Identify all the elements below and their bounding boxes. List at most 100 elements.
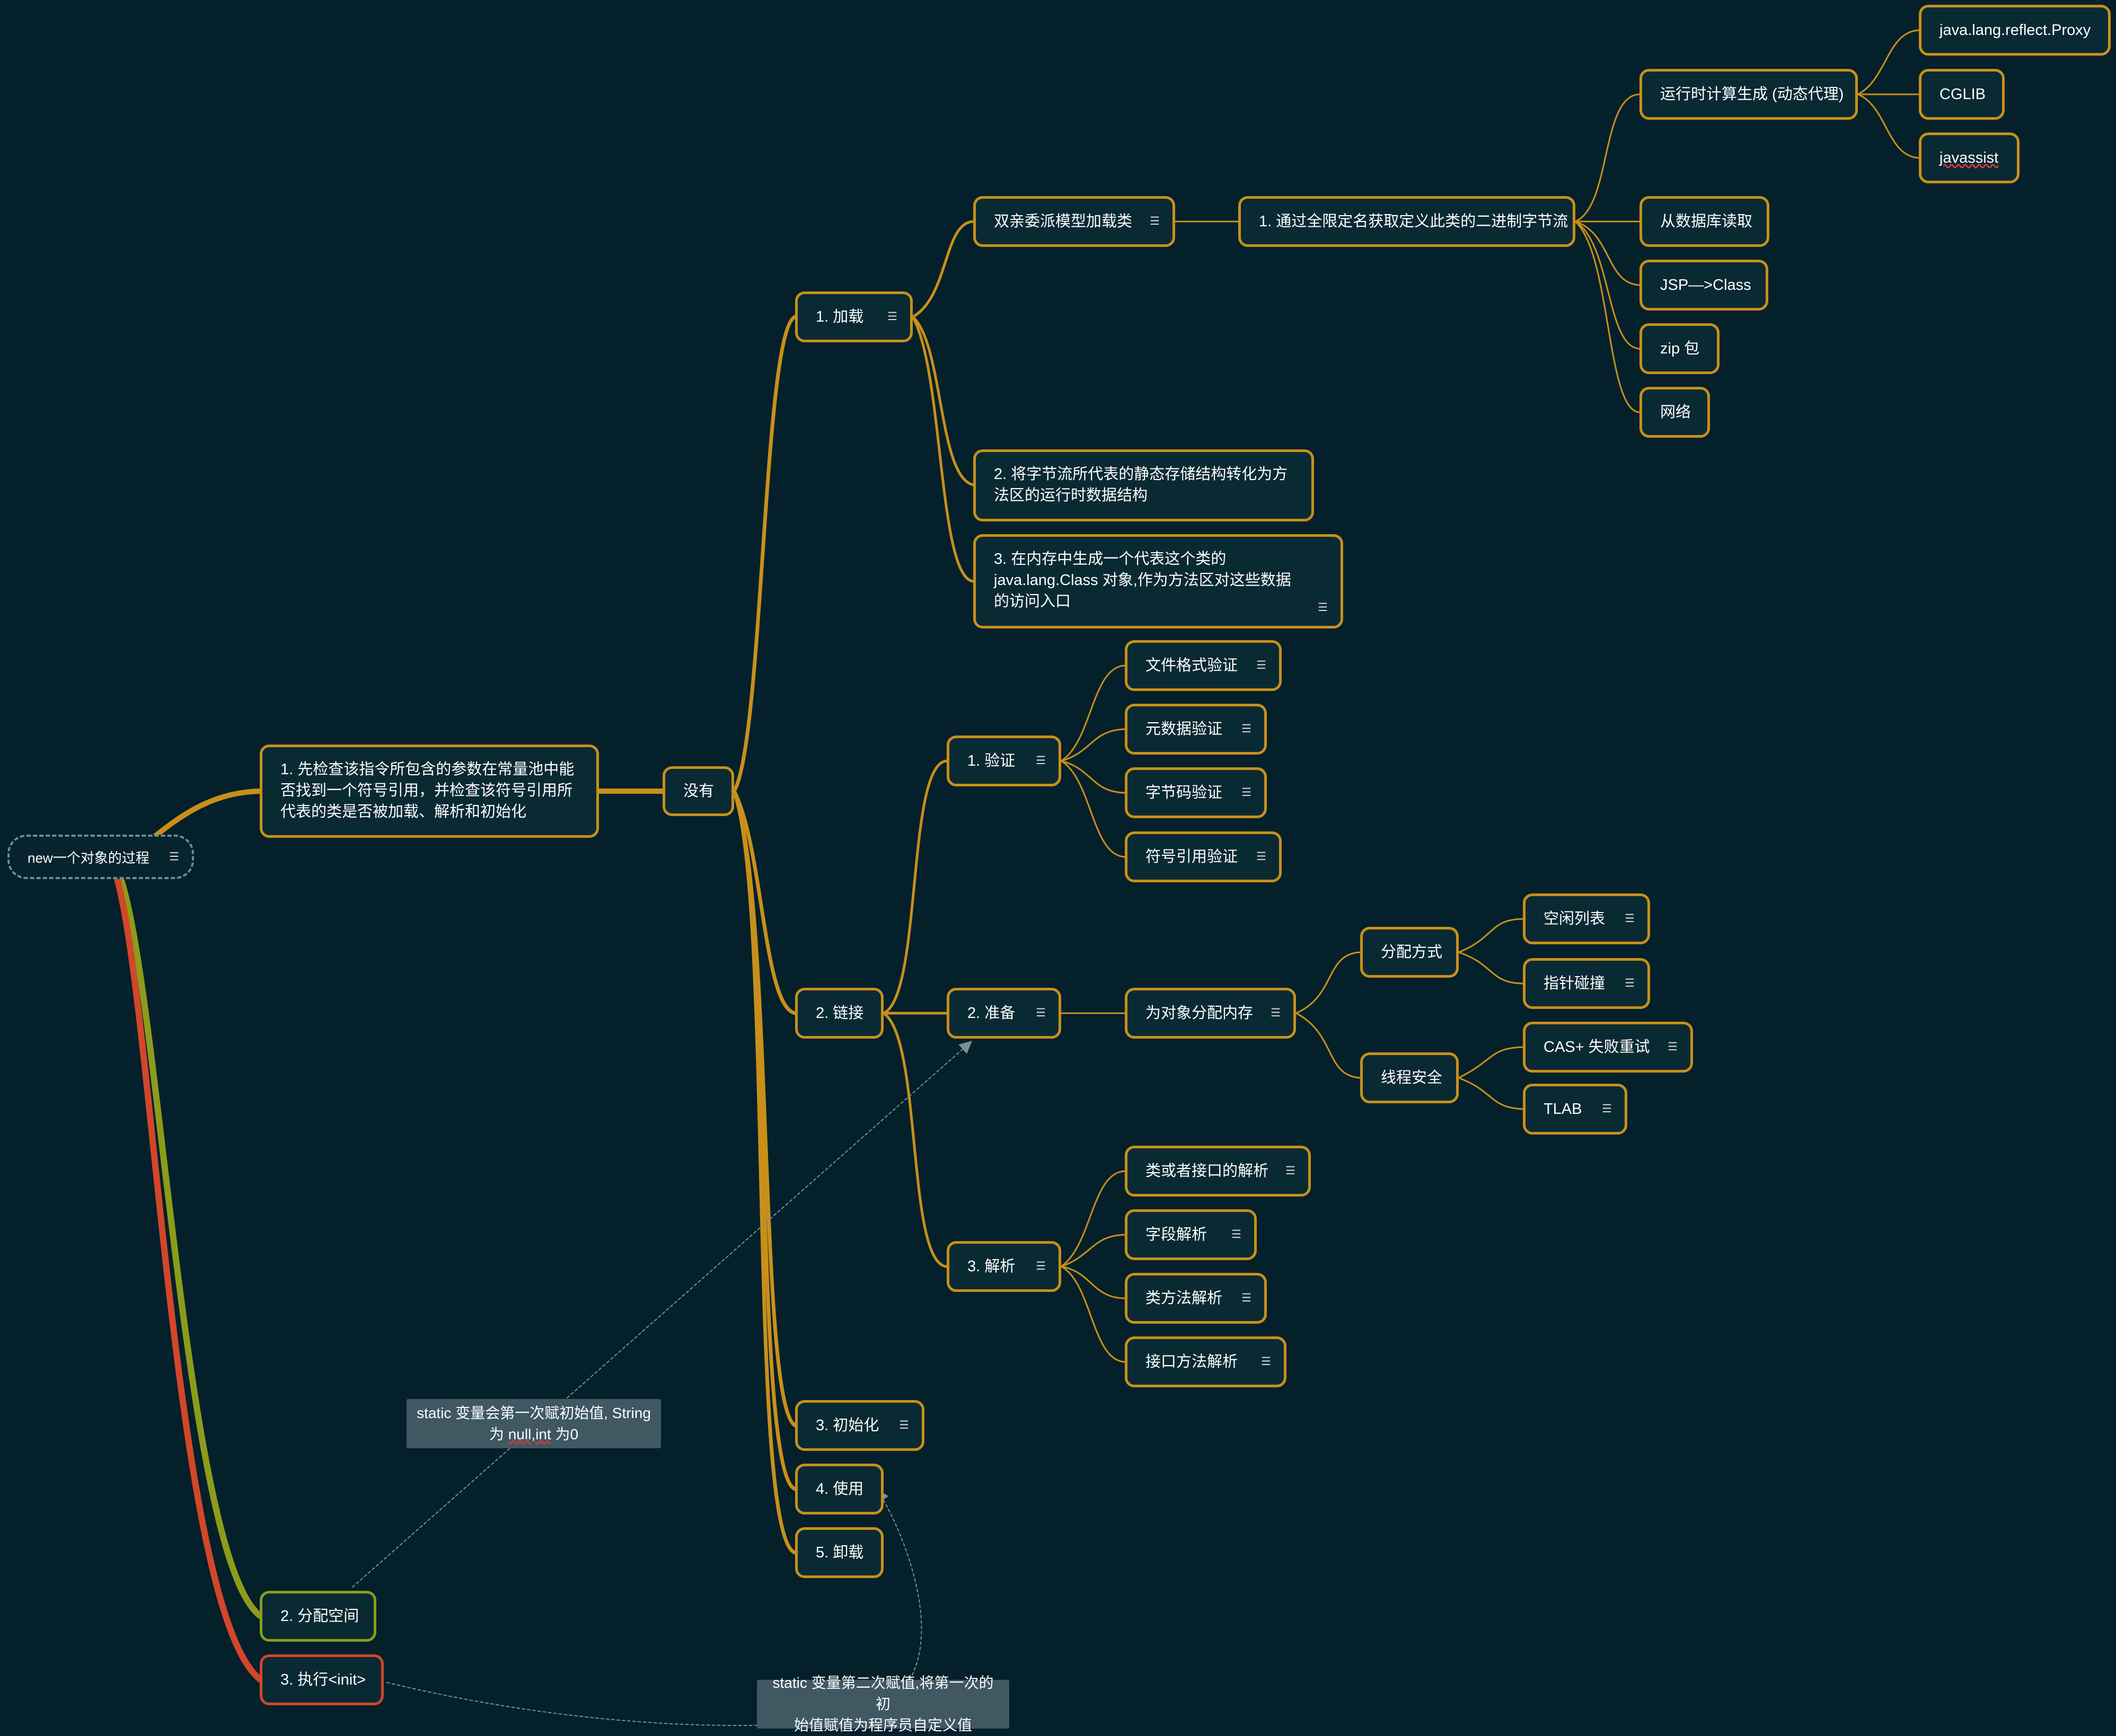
note-icon: ☰	[1668, 1041, 1678, 1053]
note-icon: ☰	[1150, 215, 1160, 227]
node-jsp-label: JSP—>Class	[1660, 277, 1751, 294]
node-verify-bytecode[interactable]: 字节码验证 ☰	[1125, 767, 1267, 818]
node-unload-label: 5. 卸载	[816, 1544, 864, 1561]
node-verify-label: 1. 验证	[967, 752, 1016, 769]
node-javassist[interactable]: javassist	[1919, 132, 2020, 183]
note-icon: ☰	[899, 1419, 909, 1431]
node-resolve-method[interactable]: 类方法解析 ☰	[1125, 1273, 1267, 1324]
node-jsp[interactable]: JSP—>Class	[1639, 260, 1768, 311]
node-resolve-class[interactable]: 类或者接口的解析 ☰	[1125, 1146, 1311, 1197]
node-resolve-interface-label: 接口方法解析	[1145, 1353, 1238, 1370]
node-tlab-label: TLAB	[1544, 1101, 1582, 1118]
node-alloc-mode[interactable]: 分配方式	[1360, 927, 1459, 978]
node-javassist-label: javassist	[1939, 149, 1999, 166]
node-use[interactable]: 4. 使用	[795, 1464, 884, 1514]
node-alloc-space-label: 2. 分配空间	[280, 1608, 359, 1625]
callout2-line2: 始值赋值为程序员自定义值	[794, 1717, 972, 1733]
node-db[interactable]: 从数据库读取	[1639, 196, 1769, 247]
node-alloc-mode-label: 分配方式	[1381, 944, 1443, 961]
note-icon: ☰	[1602, 1103, 1612, 1115]
node-unload[interactable]: 5. 卸载	[795, 1527, 884, 1578]
callout-static-first-assign[interactable]: static 变量会第一次赋初始值, String 为 null,int 为0	[407, 1399, 661, 1448]
node-resolve-field-label: 字段解析	[1145, 1226, 1207, 1243]
node-verify-meta[interactable]: 元数据验证 ☰	[1125, 704, 1267, 755]
note-icon: ☰	[1036, 755, 1046, 767]
note-icon: ☰	[887, 311, 897, 323]
note-icon: ☰	[1256, 659, 1266, 671]
node-exec-init[interactable]: 3. 执行<init>	[260, 1654, 384, 1705]
node-alloc-memory-label: 为对象分配内存	[1145, 1005, 1254, 1022]
link-root-alloc	[116, 871, 264, 1619]
node-load-label: 1. 加载	[816, 308, 864, 325]
note-icon: ☰	[1625, 977, 1635, 989]
node-verify-symbol[interactable]: 符号引用验证 ☰	[1125, 831, 1282, 882]
note-icon: ☰	[1285, 1165, 1295, 1177]
node-load-step1[interactable]: 1. 通过全限定名获取定义此类的二进制字节流	[1238, 196, 1575, 247]
node-proxy[interactable]: java.lang.reflect.Proxy	[1919, 5, 2111, 56]
note-icon: ☰	[1231, 1228, 1241, 1241]
node-free-list[interactable]: 空闲列表 ☰	[1523, 893, 1650, 944]
node-thread-safe[interactable]: 线程安全	[1360, 1052, 1459, 1103]
node-proxy-label: java.lang.reflect.Proxy	[1939, 22, 2091, 39]
callout1-line2-err: null,int	[508, 1425, 551, 1442]
node-verify-file[interactable]: 文件格式验证 ☰	[1125, 640, 1282, 691]
callout1-line2-pre: 为	[489, 1425, 508, 1442]
node-check-constant-pool-label: 1. 先检查该指令所包含的参数在常量池中能否找到一个符号引用，并检查该符号引用所…	[280, 761, 575, 820]
node-exec-init-label: 3. 执行<init>	[280, 1671, 366, 1688]
node-prepare[interactable]: 2. 准备 ☰	[947, 988, 1061, 1039]
node-init-label: 3. 初始化	[816, 1417, 879, 1434]
node-verify-bytecode-label: 字节码验证	[1145, 784, 1223, 801]
node-tlab[interactable]: TLAB ☰	[1523, 1084, 1627, 1135]
node-load-step3[interactable]: 3. 在内存中生成一个代表这个类的 java.lang.Class 对象,作为方…	[973, 534, 1343, 628]
node-cglib[interactable]: CGLIB	[1919, 69, 2005, 120]
node-resolve[interactable]: 3. 解析 ☰	[947, 1241, 1061, 1292]
node-verify-symbol-label: 符号引用验证	[1145, 848, 1238, 865]
callout-static-first-assign-text: static 变量会第一次赋初始值, String 为 null,int 为0	[417, 1403, 651, 1445]
note-icon: ☰	[1271, 1007, 1281, 1019]
node-bump-pointer-label: 指针碰撞	[1544, 975, 1606, 992]
node-load-step3-label: 3. 在内存中生成一个代表这个类的 java.lang.Class 对象,作为方…	[994, 551, 1291, 610]
root-topic[interactable]: new一个对象的过程 ☰	[7, 835, 194, 879]
node-link-label: 2. 链接	[816, 1005, 864, 1022]
note-icon: ☰	[169, 851, 179, 863]
callout2-connector	[386, 1489, 922, 1726]
node-parent-delegate-label: 双亲委派模型加载类	[994, 213, 1133, 230]
node-check-constant-pool[interactable]: 1. 先检查该指令所包含的参数在常量池中能否找到一个符号引用，并检查该符号引用所…	[260, 745, 599, 838]
note-icon: ☰	[1241, 786, 1251, 799]
note-icon: ☰	[1256, 851, 1266, 863]
node-parent-delegate[interactable]: 双亲委派模型加载类 ☰	[973, 196, 1175, 247]
node-alloc-space[interactable]: 2. 分配空间	[260, 1591, 376, 1642]
callout1-line1: static 变量会第一次赋初始值, String	[417, 1404, 651, 1421]
callout1-connector	[352, 1041, 973, 1588]
node-init[interactable]: 3. 初始化 ☰	[795, 1400, 924, 1451]
node-free-list-label: 空闲列表	[1544, 910, 1606, 927]
node-verify-file-label: 文件格式验证	[1145, 657, 1238, 674]
node-net[interactable]: 网络	[1639, 387, 1710, 438]
node-verify[interactable]: 1. 验证 ☰	[947, 736, 1061, 786]
root-label: new一个对象的过程	[28, 849, 149, 866]
node-verify-meta-label: 元数据验证	[1145, 721, 1223, 738]
node-bump-pointer[interactable]: 指针碰撞 ☰	[1523, 958, 1650, 1009]
node-zip[interactable]: zip 包	[1639, 323, 1720, 374]
node-runtime-gen[interactable]: 运行时计算生成 (动态代理)	[1639, 69, 1858, 120]
node-link[interactable]: 2. 链接	[795, 988, 884, 1039]
callout-static-second-assign-text: static 变量第二次赋值,将第一次的初 始值赋值为程序员自定义值	[765, 1672, 1001, 1736]
note-icon: ☰	[1318, 601, 1328, 614]
node-meiyou[interactable]: 没有	[663, 766, 734, 816]
node-meiyou-label: 没有	[683, 783, 715, 800]
node-db-label: 从数据库读取	[1660, 213, 1753, 230]
node-resolve-field[interactable]: 字段解析 ☰	[1125, 1209, 1257, 1260]
note-icon: ☰	[1261, 1356, 1271, 1368]
callout1-line2-post: 为0	[551, 1425, 579, 1442]
node-prepare-label: 2. 准备	[967, 1005, 1016, 1022]
node-cglib-label: CGLIB	[1939, 86, 1986, 103]
callout-static-second-assign[interactable]: static 变量第二次赋值,将第一次的初 始值赋值为程序员自定义值	[757, 1675, 1009, 1733]
node-resolve-interface[interactable]: 接口方法解析 ☰	[1125, 1336, 1286, 1387]
node-load-step1-label: 1. 通过全限定名获取定义此类的二进制字节流	[1259, 213, 1568, 230]
node-cas[interactable]: CAS+ 失败重试 ☰	[1523, 1022, 1693, 1073]
node-load[interactable]: 1. 加载 ☰	[795, 291, 913, 342]
node-load-step2[interactable]: 2. 将字节流所代表的静态存储结构转化为方法区的运行时数据结构	[973, 449, 1314, 521]
node-alloc-memory[interactable]: 为对象分配内存 ☰	[1125, 988, 1296, 1039]
